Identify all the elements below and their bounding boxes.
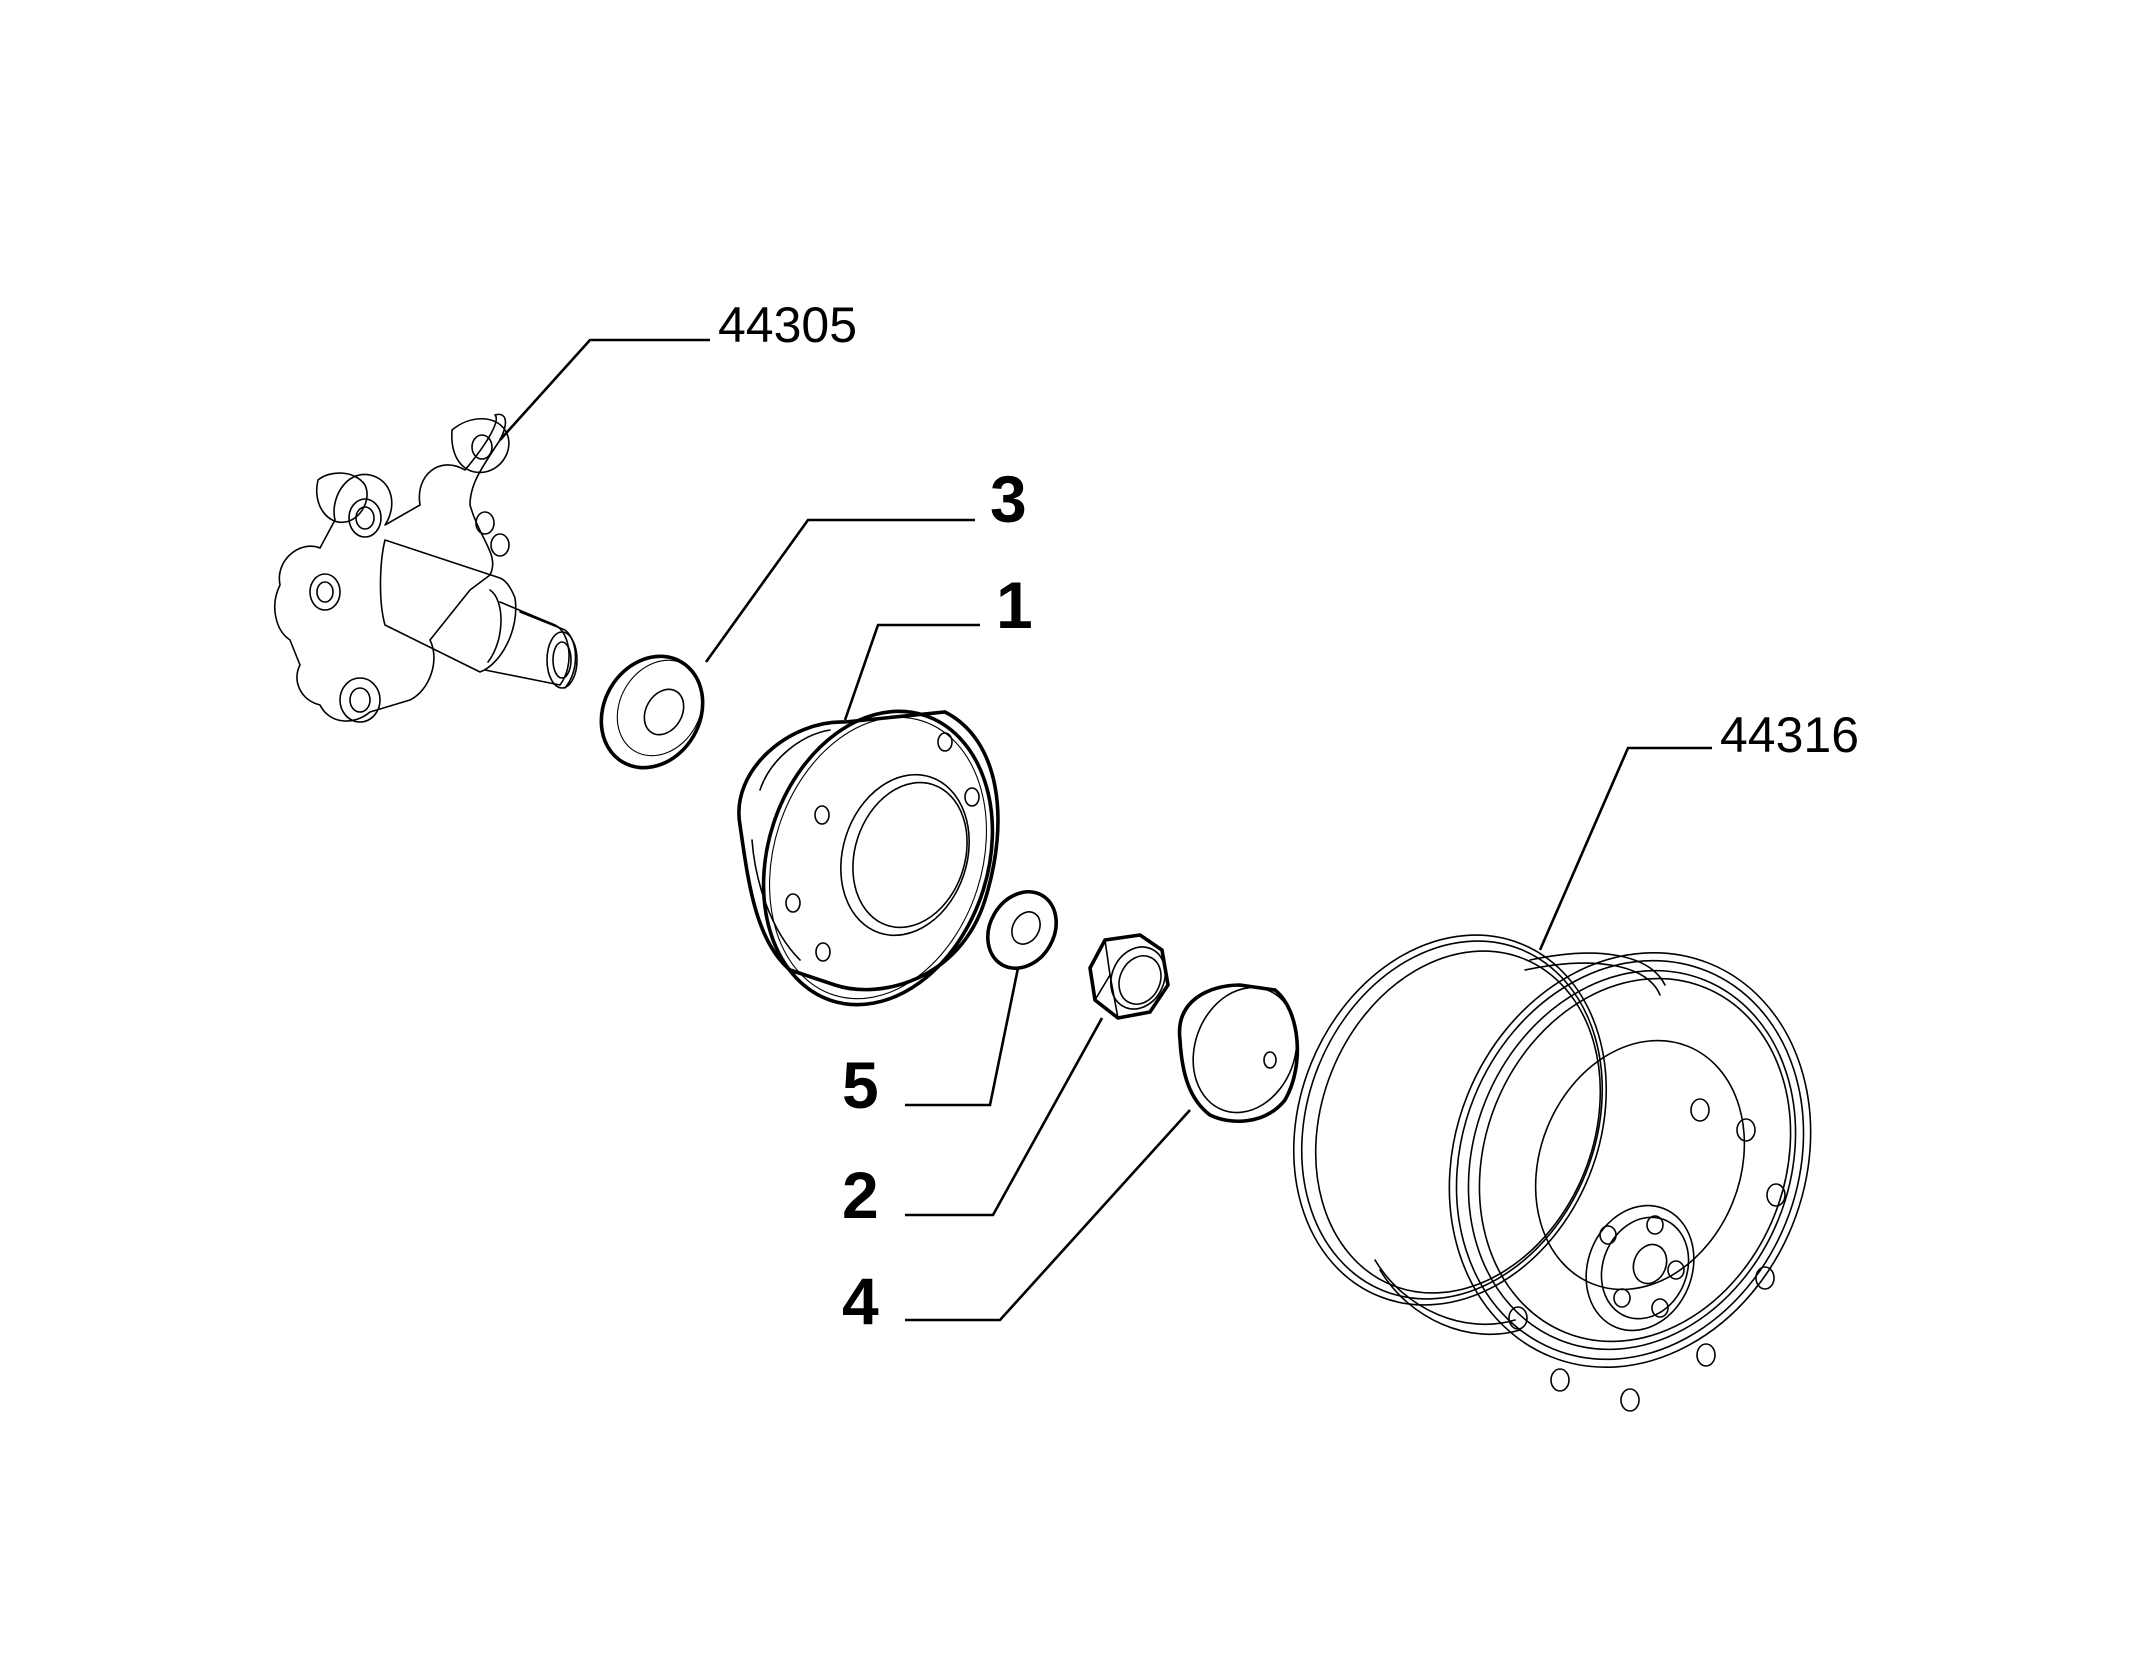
leader-item-2	[905, 1017, 1104, 1217]
wheel-hub-part	[737, 709, 1000, 1007]
item-label-hub: 1	[996, 568, 1033, 642]
dust-cap-part	[1177, 983, 1300, 1124]
item-label-nut: 2	[842, 1158, 879, 1232]
ref-label-hub-carrier: 44305	[718, 297, 857, 353]
leader-item-5	[905, 967, 1020, 1107]
washer-part	[986, 890, 1058, 970]
hub-carrier-part	[274, 413, 578, 723]
leader-item-1	[843, 623, 980, 721]
leader-item-3	[704, 518, 975, 663]
spacer-ring-part	[599, 654, 705, 770]
leader-44305	[499, 338, 710, 441]
leader-item-4	[905, 1109, 1191, 1322]
ref-label-wheel: 44316	[1720, 707, 1859, 763]
steel-wheel-part	[1292, 934, 1812, 1412]
item-label-cap: 4	[842, 1264, 879, 1338]
hub-nut-part	[1088, 933, 1170, 1020]
leader-44316	[1538, 746, 1712, 951]
item-label-washer: 5	[842, 1048, 879, 1122]
item-label-spacer: 3	[990, 462, 1027, 536]
